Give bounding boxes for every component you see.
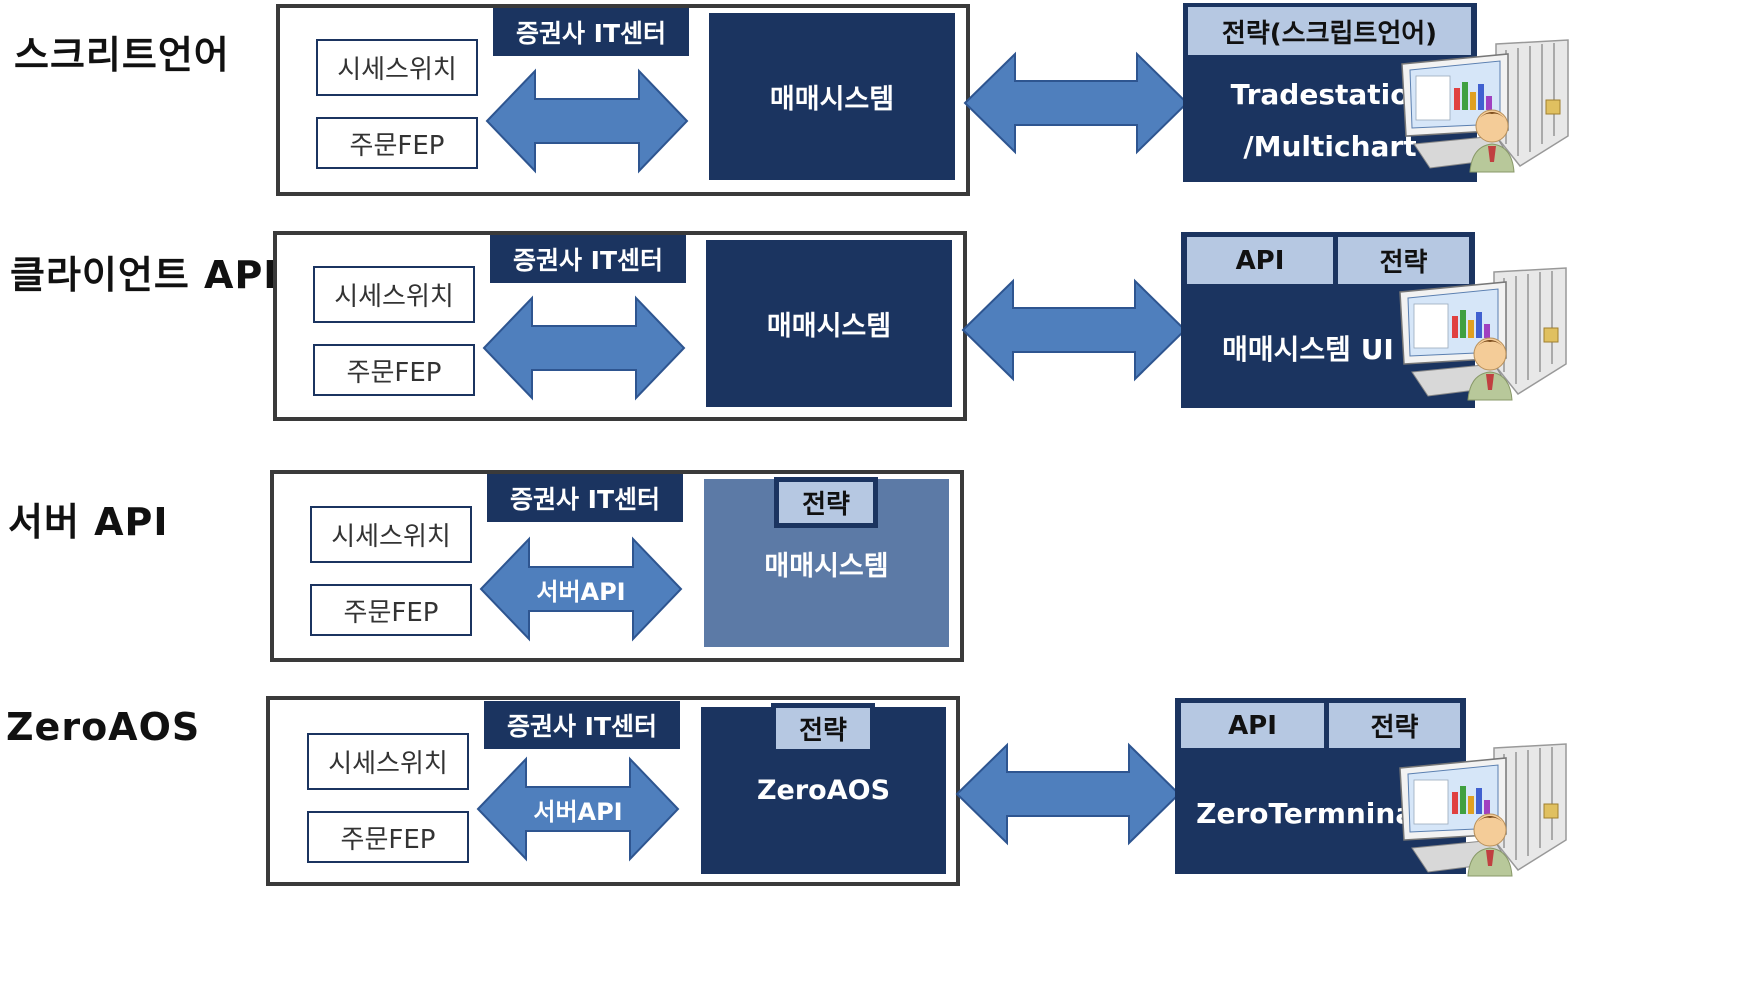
- api-tab: API: [1181, 703, 1324, 748]
- trading-system-box: 매매시스템: [709, 13, 955, 180]
- row-label-client-api: 클라이언트 API: [10, 253, 279, 297]
- bidirectional-arrow: [482, 295, 686, 401]
- row-label-zeroaos: ZeroAOS: [6, 705, 201, 749]
- bidirectional-arrow: [955, 742, 1181, 846]
- bidirectional-arrow: [476, 756, 680, 862]
- row-label-script: 스크리트언어: [14, 33, 230, 77]
- bidirectional-arrow: [961, 278, 1187, 382]
- it-center-tab: 증권사 IT센터: [487, 474, 683, 522]
- api-tab: API: [1187, 237, 1333, 284]
- strategy-tab: 전략: [1329, 703, 1460, 748]
- client-label-line1: Tradestation: [1230, 77, 1430, 111]
- bidirectional-arrow: [485, 68, 689, 174]
- server-api-label: 서버API: [536, 577, 626, 606]
- strategy-tab: 전략: [1338, 237, 1469, 284]
- order-fep-box: 주문FEP: [307, 811, 469, 863]
- computer-user-icon: [1399, 267, 1567, 401]
- it-center-tab: 증권사 IT센터: [493, 8, 689, 56]
- server-api-label: 서버API: [533, 797, 623, 826]
- strategy-tag: 전략: [774, 477, 878, 528]
- order-fep-box: 주문FEP: [316, 117, 478, 169]
- it-center-tab: 증권사 IT센터: [490, 235, 686, 283]
- strategy-script-tab: 전략(스크립트언어): [1188, 7, 1471, 55]
- quote-switch-box: 시세스위치: [307, 733, 469, 790]
- order-fep-box: 주문FEP: [313, 344, 475, 396]
- bidirectional-arrow: [963, 51, 1189, 155]
- client-label: 매매시스템 UI: [1222, 333, 1394, 366]
- order-fep-box: 주문FEP: [310, 584, 472, 636]
- it-center-tab: 증권사 IT센터: [484, 701, 680, 749]
- bidirectional-arrow: [479, 536, 683, 642]
- quote-switch-box: 시세스위치: [310, 506, 472, 563]
- row-label-server-api: 서버 API: [8, 500, 169, 544]
- trading-system-box: 매매시스템: [706, 240, 952, 407]
- strategy-tag: 전략: [771, 703, 875, 754]
- computer-user-icon: [1399, 743, 1567, 877]
- client-label: ZeroTermninal: [1196, 796, 1424, 830]
- quote-switch-box: 시세스위치: [316, 39, 478, 96]
- computer-user-icon: [1401, 39, 1569, 173]
- client-label-line2: /Multichart: [1243, 129, 1417, 163]
- quote-switch-box: 시세스위치: [313, 266, 475, 323]
